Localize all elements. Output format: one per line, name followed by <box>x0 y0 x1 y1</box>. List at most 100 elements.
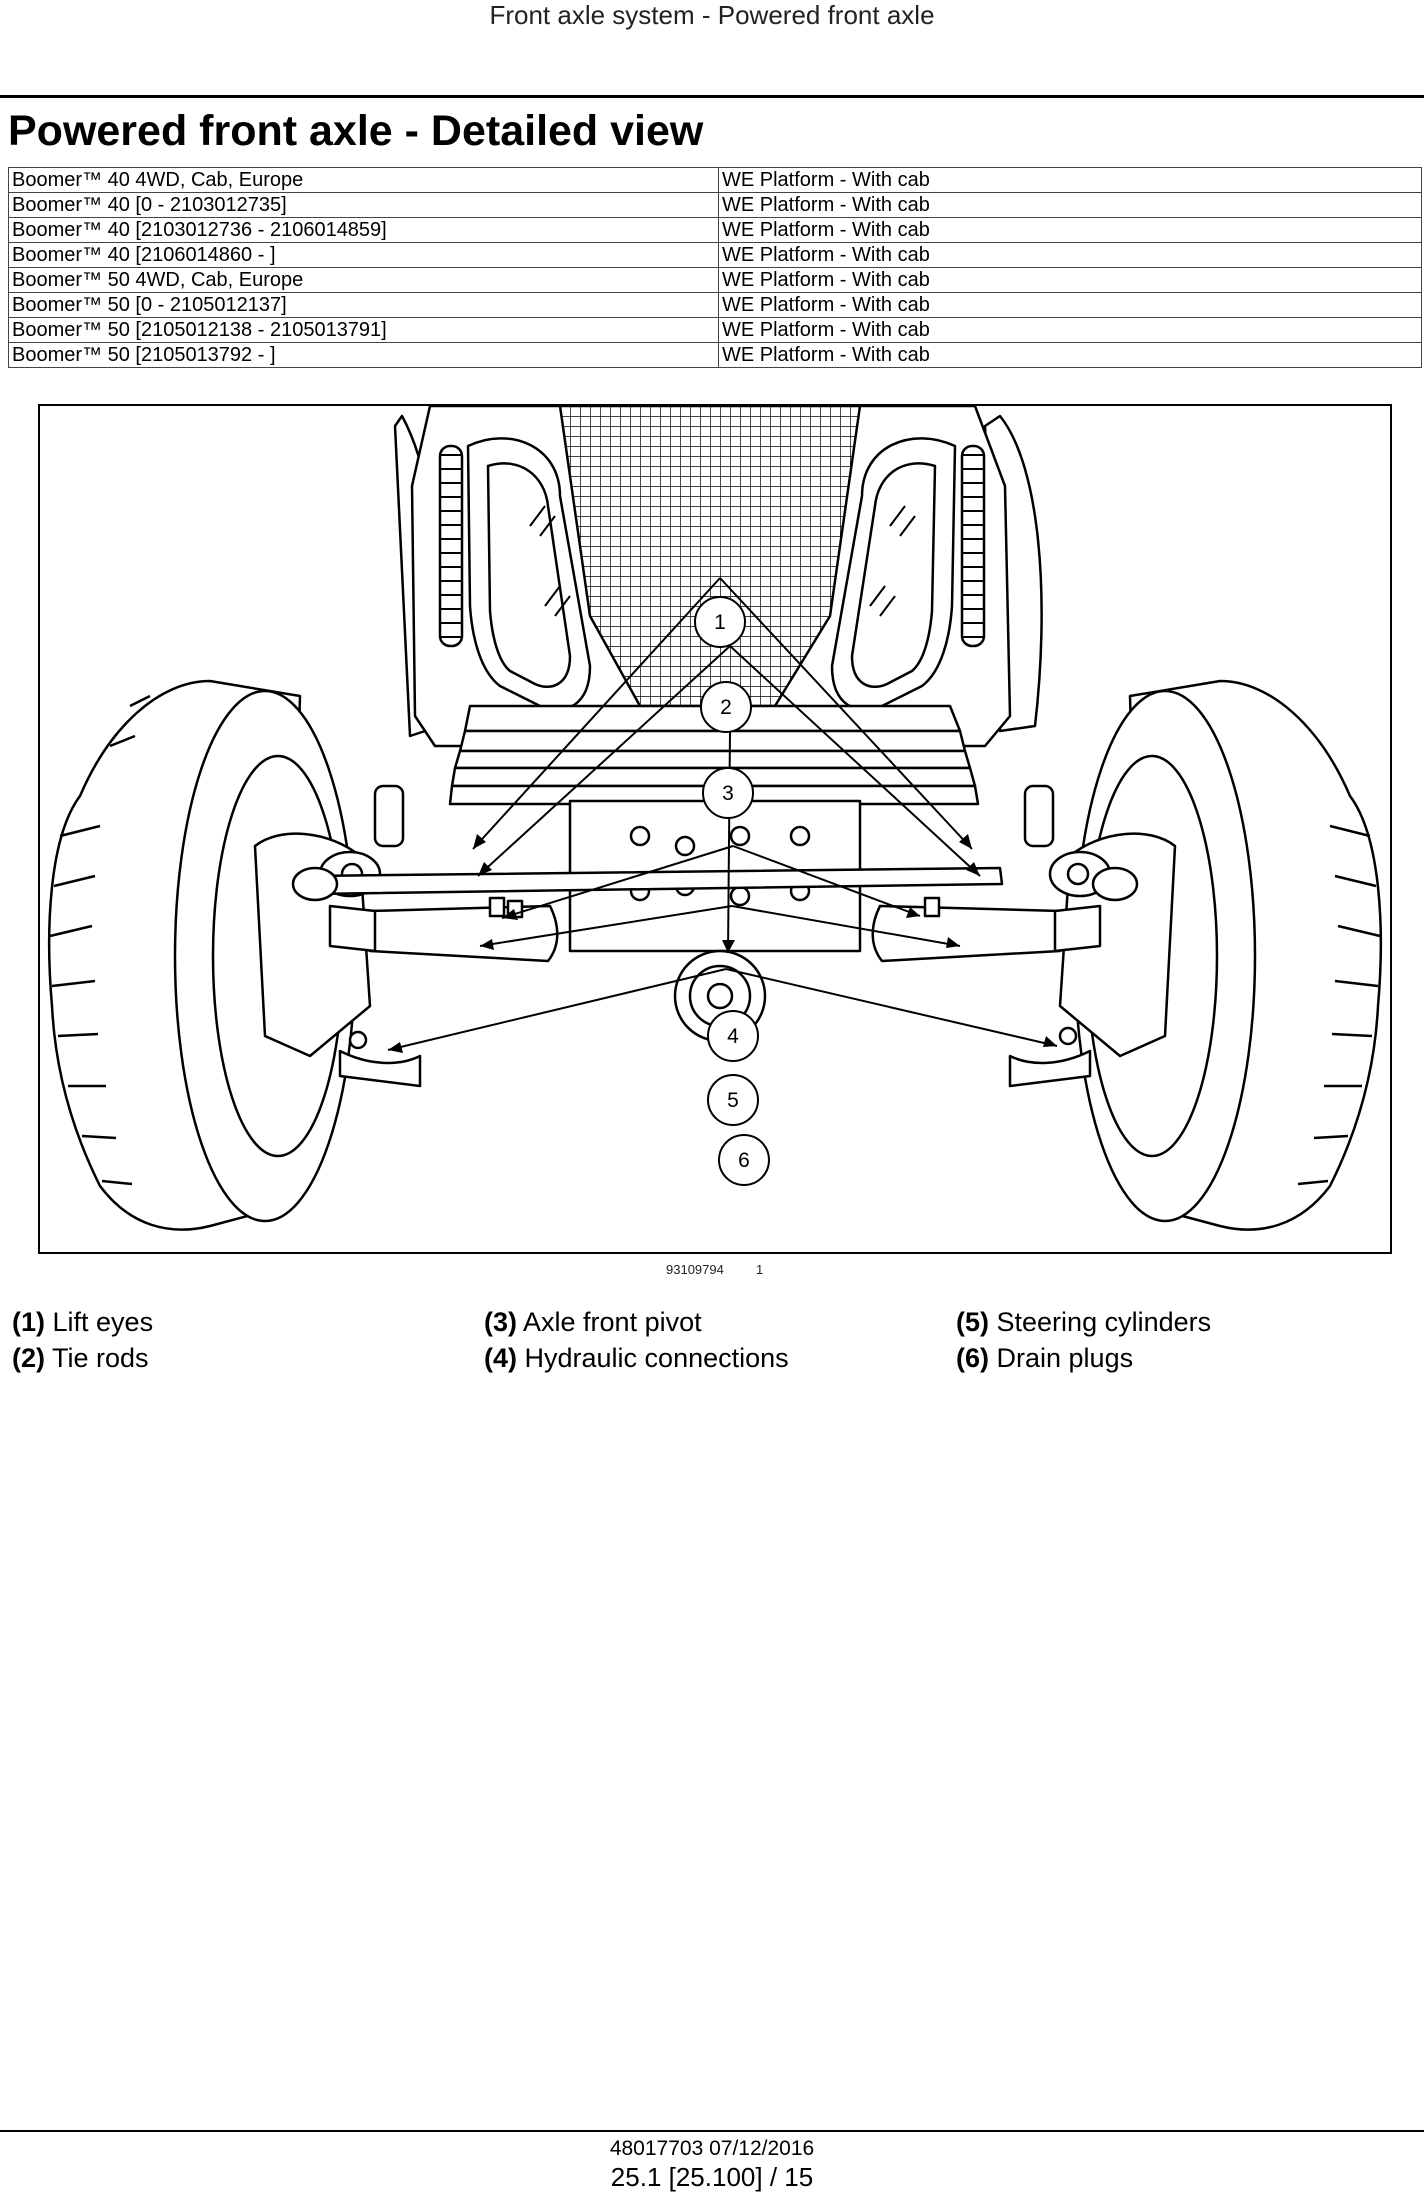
housing-bolt <box>729 885 751 907</box>
arrowhead <box>946 937 960 948</box>
model-cell: Boomer™ 50 4WD, Cab, Europe <box>8 267 719 293</box>
leader-line-6 <box>725 968 1058 1047</box>
legend-item-lift-eyes: (1) Lift eyes <box>12 1305 153 1339</box>
arrowhead <box>1043 1036 1057 1047</box>
callout-1: 1 <box>694 596 746 648</box>
legend-label: Tie rods <box>52 1343 149 1373</box>
right-tire-tread <box>1297 824 1381 1186</box>
right-lift-eye-post <box>1023 784 1055 848</box>
platform-cell: WE Platform - With cab <box>718 167 1422 193</box>
table-row: Boomer™ 50 [2105013792 - ] WE Platform -… <box>8 342 1422 368</box>
axle-illustration: 1 2 3 4 5 6 <box>47 406 1383 1231</box>
callout-2: 2 <box>700 681 752 733</box>
right-hydraulic-fitting <box>923 896 941 918</box>
leader-line-5 <box>731 905 961 947</box>
lens-glare-marks <box>529 505 571 617</box>
callout-label: 6 <box>738 1149 750 1172</box>
left-tire-tread-top <box>109 694 151 748</box>
callout-6: 6 <box>718 1134 770 1186</box>
model-cell: Boomer™ 50 [0 - 2105012137] <box>8 292 719 318</box>
legend-item-hydraulic-connections: (4) Hydraulic connections <box>484 1341 789 1375</box>
left-cylinder-rod <box>328 904 377 953</box>
left-axle-bracket <box>338 1049 422 1088</box>
arrowhead <box>966 862 980 876</box>
legend-label: Lift eyes <box>52 1307 154 1337</box>
right-drain-plug <box>1058 1026 1078 1046</box>
table-row: Boomer™ 40 4WD, Cab, Europe WE Platform … <box>8 167 1422 193</box>
left-side-vent <box>438 444 464 648</box>
footer-rule <box>0 2130 1424 2132</box>
legend-number: (3) <box>484 1307 517 1337</box>
callout-leaders <box>387 577 1058 1051</box>
figure-legend: (1) Lift eyes (2) Tie rods (3) Axle fron… <box>12 1305 1422 1385</box>
arrowhead <box>478 862 492 876</box>
callout-label: 4 <box>727 1025 739 1048</box>
legend-number: (5) <box>956 1307 989 1337</box>
left-tire-tread <box>49 824 133 1186</box>
running-header: Front axle system - Powered front axle <box>489 0 935 30</box>
platform-cell: WE Platform - With cab <box>718 267 1422 293</box>
model-cell: Boomer™ 40 [2106014860 - ] <box>8 242 719 268</box>
page-title: Powered front axle - Detailed view <box>8 107 704 155</box>
table-row: Boomer™ 50 [2105012138 - 2105013791] WE … <box>8 317 1422 343</box>
left-steering-cylinder <box>361 904 559 963</box>
legend-label: Steering cylinders <box>996 1307 1212 1337</box>
model-cell: Boomer™ 40 4WD, Cab, Europe <box>8 167 719 193</box>
front-pivot-center <box>706 982 734 1010</box>
table-row: Boomer™ 40 [0 - 2103012735] WE Platform … <box>8 192 1422 218</box>
callout-arrowheads <box>388 834 1057 1053</box>
bumper-band-3 <box>453 749 972 770</box>
arrowhead <box>959 834 972 849</box>
page-number: 25.1 [25.100] / 15 <box>610 2162 814 2192</box>
left-headlight-lens <box>486 462 572 688</box>
model-cell: Boomer™ 50 [2105012138 - 2105013791] <box>8 317 719 343</box>
figure-number: 1 <box>756 1262 764 1277</box>
lens-glare-marks-right <box>869 505 916 617</box>
arrowhead <box>388 1042 403 1053</box>
leader-line-2 <box>729 645 981 877</box>
legend-number: (1) <box>12 1307 45 1337</box>
housing-bolt <box>729 825 751 847</box>
left-lift-eye-post <box>373 784 405 848</box>
leader-line-1 <box>472 577 721 850</box>
right-side-vent <box>960 444 986 648</box>
document-reference: 48017703 07/12/2016 <box>609 2137 815 2160</box>
leader-line-4 <box>501 845 734 919</box>
axle-illustration-frame: 1 2 3 4 5 6 <box>38 404 1392 1254</box>
table-row: Boomer™ 50 [0 - 2105012137] WE Platform … <box>8 292 1422 318</box>
leader-line-4 <box>732 845 921 917</box>
callout-label: 3 <box>722 782 734 805</box>
left-hydraulic-fitting <box>488 896 506 918</box>
callout-label: 1 <box>714 611 726 634</box>
leader-line-5 <box>479 905 733 947</box>
arrowhead <box>722 940 735 953</box>
housing-bolt <box>789 825 811 847</box>
tie-rod <box>308 866 1004 896</box>
arrowhead <box>502 909 518 920</box>
legend-number: (4) <box>484 1343 517 1373</box>
legend-item-axle-front-pivot: (3) Axle front pivot <box>484 1305 702 1339</box>
figure-reference: 93109794 <box>666 1262 724 1277</box>
arrowhead <box>906 907 920 918</box>
legend-number: (6) <box>956 1343 989 1373</box>
legend-number: (2) <box>12 1343 45 1373</box>
leader-line-2 <box>477 645 731 877</box>
table-row: Boomer™ 40 [2103012736 - 2106014859] WE … <box>8 217 1422 243</box>
legend-label: Drain plugs <box>996 1343 1134 1373</box>
callout-4: 4 <box>707 1010 759 1062</box>
legend-label: Hydraulic connections <box>524 1343 789 1373</box>
legend-label: Axle front pivot <box>523 1307 702 1337</box>
platform-cell: WE Platform - With cab <box>718 317 1422 343</box>
right-tie-rod-end <box>1091 866 1139 902</box>
right-steering-cylinder <box>871 904 1069 963</box>
platform-cell: WE Platform - With cab <box>718 242 1422 268</box>
legend-item-tie-rods: (2) Tie rods <box>12 1341 149 1375</box>
leader-line-1 <box>719 577 973 850</box>
housing-bolt <box>674 835 696 857</box>
callout-label: 5 <box>727 1089 739 1112</box>
callout-3: 3 <box>702 767 754 819</box>
arrowhead <box>480 939 494 950</box>
right-axle-bracket <box>1008 1049 1092 1088</box>
right-pivot-bolt <box>1066 862 1090 886</box>
model-cell: Boomer™ 50 [2105013792 - ] <box>8 342 719 368</box>
